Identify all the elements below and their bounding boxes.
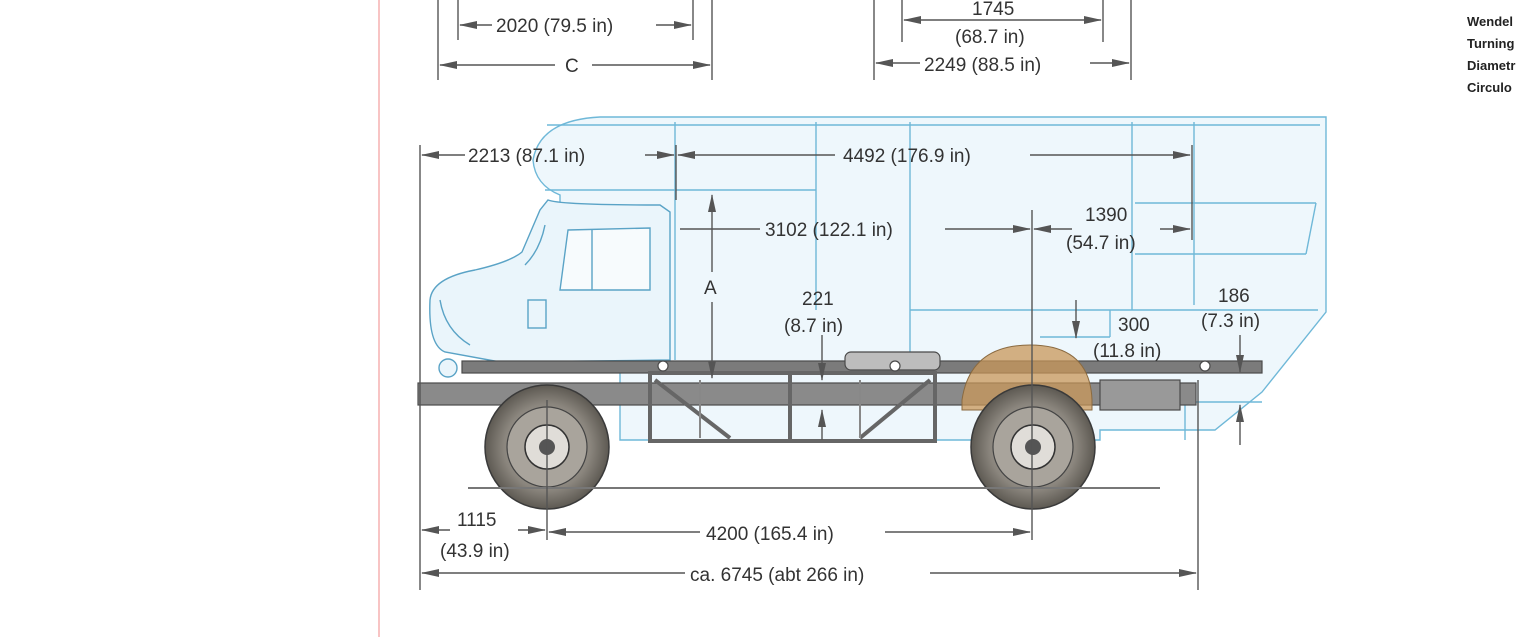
dim-rear-2-mm: 300	[1118, 315, 1150, 336]
dim-body-length: 4492 (176.9 in)	[843, 146, 971, 167]
cab-window	[559, 227, 651, 291]
dim-front-overhang-body: 2213 (87.1 in)	[468, 146, 585, 167]
dim-rear-1-in: (54.7 in)	[1066, 233, 1136, 254]
legend-line-4: Circulo	[1467, 80, 1512, 95]
dim-top-mid-1: 1745	[972, 0, 1014, 20]
dim-top-mid-3: 2249 (88.5 in)	[924, 55, 1041, 76]
main-dimensions	[419, 145, 1244, 590]
dim-rear-1-mm: 1390	[1085, 205, 1127, 226]
dim-label-a: A	[704, 278, 717, 299]
headlight	[438, 358, 458, 378]
dim-rear-2-in: (11.8 in)	[1093, 341, 1161, 362]
legend-line-2: Turning	[1467, 36, 1514, 51]
camper-body	[532, 116, 1327, 441]
dim-platform-length: 3102 (122.1 in)	[765, 220, 893, 241]
dim-wheelbase: 4200 (165.4 in)	[706, 524, 834, 545]
rear-equipment	[1099, 379, 1181, 411]
truck-cab	[429, 199, 671, 378]
dim-rear-3-in: (7.3 in)	[1201, 311, 1260, 332]
dim-front-overhang-in: (43.9 in)	[440, 541, 510, 562]
dim-frame-1-in: (8.7 in)	[784, 316, 843, 337]
body-shell	[532, 116, 1327, 441]
legend-line-3: Diametr	[1467, 58, 1515, 73]
rear-wheel	[970, 384, 1096, 510]
dim-frame-1-mm: 221	[802, 289, 834, 310]
dim-top-left-c: C	[565, 56, 579, 77]
dim-total-length: ca. 6745 (abt 266 in)	[690, 565, 864, 586]
top-dimensions	[437, 0, 1132, 80]
dim-front-overhang-mm: 1115	[457, 510, 496, 531]
dim-top-left: 2020 (79.5 in)	[496, 16, 613, 37]
dim-top-mid-2: (68.7 in)	[955, 27, 1025, 48]
legend-line-1: Wendel	[1467, 14, 1513, 29]
mirror	[527, 299, 547, 329]
dim-rear-3-mm: 186	[1218, 286, 1250, 307]
